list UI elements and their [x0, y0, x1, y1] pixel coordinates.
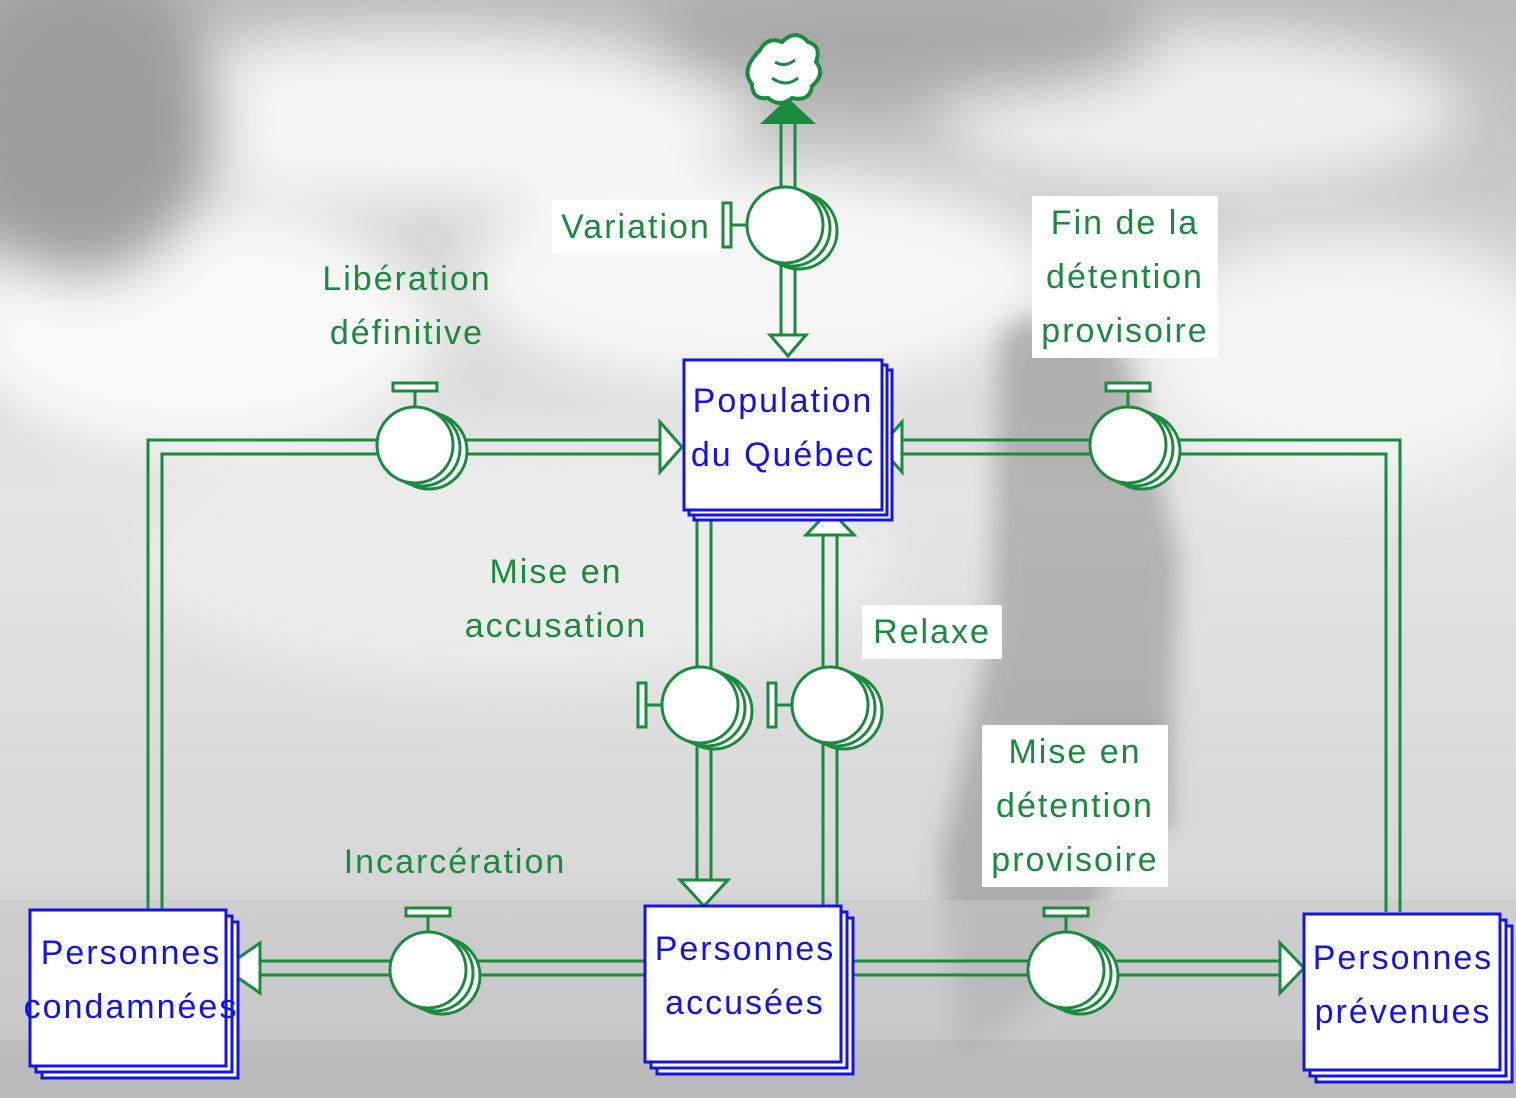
flow-label-liberation: Libération définitive — [322, 260, 492, 352]
mise-accusation-valve-icon[interactable] — [636, 665, 754, 751]
relaxe-valve-icon[interactable] — [766, 665, 884, 751]
stock-population-label[interactable]: Population du Québec — [690, 382, 876, 474]
stock-condamnees-label[interactable]: Personnes condamnées — [23, 934, 239, 1026]
stock-prevenues-label[interactable]: Personnes prévenues — [1312, 939, 1494, 1031]
stock-accusees-label[interactable]: Personnes accusées — [654, 930, 836, 1022]
flow-label-relaxe: Relaxe — [862, 605, 1002, 659]
stock-boxes — [28, 358, 1514, 1084]
variation-arrow — [760, 98, 816, 124]
flow-label-mise-accusation: Mise en accusation — [464, 553, 648, 645]
flow-label-fin-detention: Fin de la détention provisoire — [1032, 196, 1218, 358]
incarceration-valve-icon[interactable] — [388, 906, 482, 1016]
liberation-valve-icon[interactable] — [375, 381, 469, 491]
cloud-source-icon — [745, 33, 823, 105]
flow-label-variation: Variation — [552, 200, 720, 254]
mise-detention-valve-icon[interactable] — [1026, 906, 1120, 1016]
variation-valve-icon[interactable] — [721, 185, 839, 271]
fin-detention-valve-icon[interactable] — [1088, 381, 1182, 491]
flow-label-incarceration: Incarcération — [343, 843, 567, 881]
flow-label-mise-detention: Mise en détention provisoire — [982, 725, 1168, 887]
